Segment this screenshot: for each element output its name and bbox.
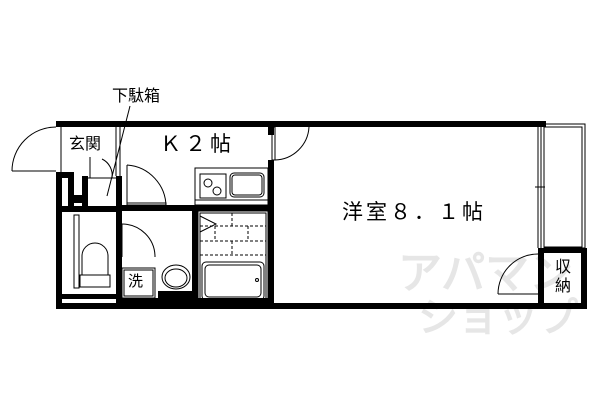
- wall-storage-right: [581, 248, 587, 309]
- kitchen-sink: [229, 172, 265, 198]
- toilet: [81, 242, 109, 276]
- label-storage: 収納: [552, 258, 571, 296]
- washer: [121, 267, 156, 299]
- wall-storage-left: [538, 248, 544, 309]
- wash-basin: [161, 264, 191, 290]
- storage-door-swing: [497, 253, 539, 295]
- label-kitchen: Ｋ２帖: [160, 132, 235, 156]
- balcony: [543, 123, 586, 249]
- shoe-box-leader: [106, 105, 131, 197]
- stove-burner-2: [212, 186, 222, 196]
- stove-burner-1: [203, 178, 213, 188]
- wall-room-left: [268, 121, 274, 135]
- wall-genkan-right: [116, 176, 122, 309]
- wall-kitchen-bottom: [116, 205, 274, 211]
- kitchen-counter: [194, 167, 269, 206]
- wall-bottom: [56, 303, 586, 309]
- bathroom: [197, 210, 269, 303]
- bathtub: [201, 261, 265, 301]
- label-entrance: 玄関: [69, 134, 102, 153]
- wall-bath-left: [192, 211, 198, 303]
- entrance-door-swing: [11, 126, 57, 172]
- room-door-swing: [274, 126, 310, 161]
- label-western-room: 洋室８．１帖: [342, 200, 486, 224]
- label-washer: 洗: [128, 272, 144, 290]
- wall-left: [56, 172, 62, 309]
- label-shoe-box: 下駄箱: [112, 86, 161, 105]
- wall-top: [56, 121, 546, 127]
- kitchen-door-swing: [126, 164, 167, 208]
- wall-storage-top: [538, 248, 586, 253]
